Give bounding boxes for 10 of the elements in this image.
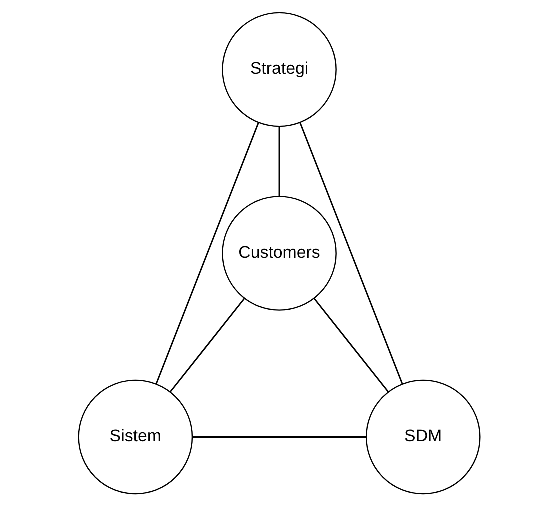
connector [170, 298, 246, 393]
connector [278, 126, 280, 197]
node-circle: Customers [222, 196, 337, 311]
node-circle: Sistem [78, 380, 194, 495]
connector [314, 298, 390, 393]
connector [192, 436, 366, 438]
connector [300, 122, 404, 384]
node-circle: Strategi [222, 12, 337, 128]
node-circle: SDM [366, 380, 481, 495]
connector [156, 122, 260, 384]
